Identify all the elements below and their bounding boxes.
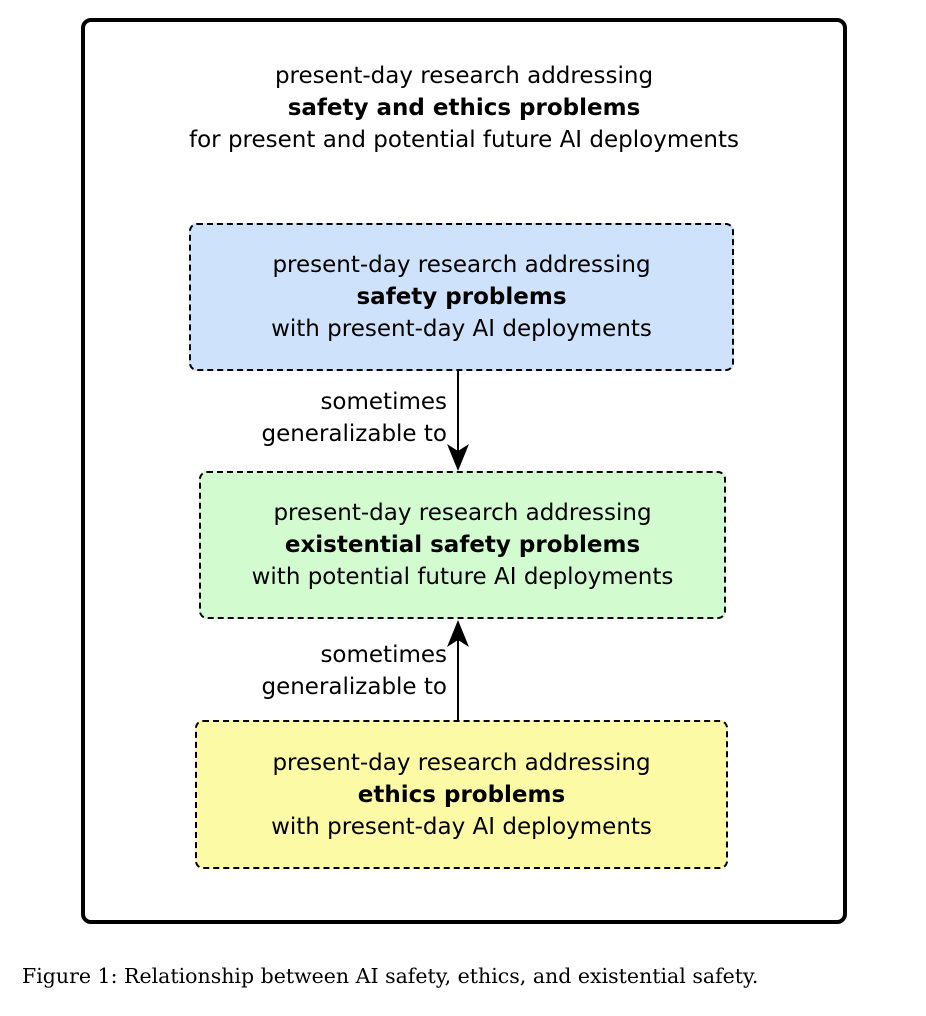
- top-arrow: [447, 371, 469, 471]
- existential-box: present-day research addressing existent…: [199, 471, 726, 619]
- ethics-box-line2: ethics problems: [357, 781, 566, 808]
- top-arrow-label-line2: generalizable to: [261, 421, 447, 447]
- ethics-box-line3: with present-day AI deployments: [271, 813, 652, 840]
- top-arrow-head: [447, 444, 469, 471]
- safety-box-line3: with present-day AI deployments: [271, 316, 652, 342]
- outer-title-line2: safety and ethics problems: [287, 95, 641, 121]
- outer-title-line1: present-day research addressing: [274, 63, 654, 89]
- existential-box-line3: with potential future AI deployments: [251, 564, 674, 590]
- bottom-arrow: [447, 620, 469, 720]
- bottom-arrow-label-line2: generalizable to: [261, 674, 447, 700]
- bottom-arrow-label-line1: sometimes: [320, 642, 447, 668]
- safety-box: present-day research addressing safety p…: [189, 223, 734, 371]
- ethics-box: present-day research addressing ethics p…: [195, 720, 728, 869]
- safety-box-line2: safety problems: [356, 284, 567, 310]
- existential-box-line1: present-day research addressing: [273, 500, 652, 526]
- bottom-arrow-head: [447, 620, 469, 647]
- outer-frame: present-day research addressing safety a…: [81, 18, 847, 924]
- top-arrow-label-line1: sometimes: [320, 389, 447, 415]
- arrows-layer: [447, 371, 469, 720]
- existential-box-line2: existential safety problems: [284, 532, 641, 558]
- top-arrow-label: sometimes generalizable to: [261, 386, 447, 450]
- ethics-box-line1: present-day research addressing: [272, 749, 651, 776]
- outer-title: present-day research addressing safety a…: [85, 60, 843, 156]
- outer-title-line3: for present and potential future AI depl…: [189, 127, 739, 153]
- safety-box-line1: present-day research addressing: [272, 252, 651, 278]
- bottom-arrow-label: sometimes generalizable to: [261, 639, 447, 703]
- figure-caption: Figure 1: Relationship between AI safety…: [22, 964, 759, 988]
